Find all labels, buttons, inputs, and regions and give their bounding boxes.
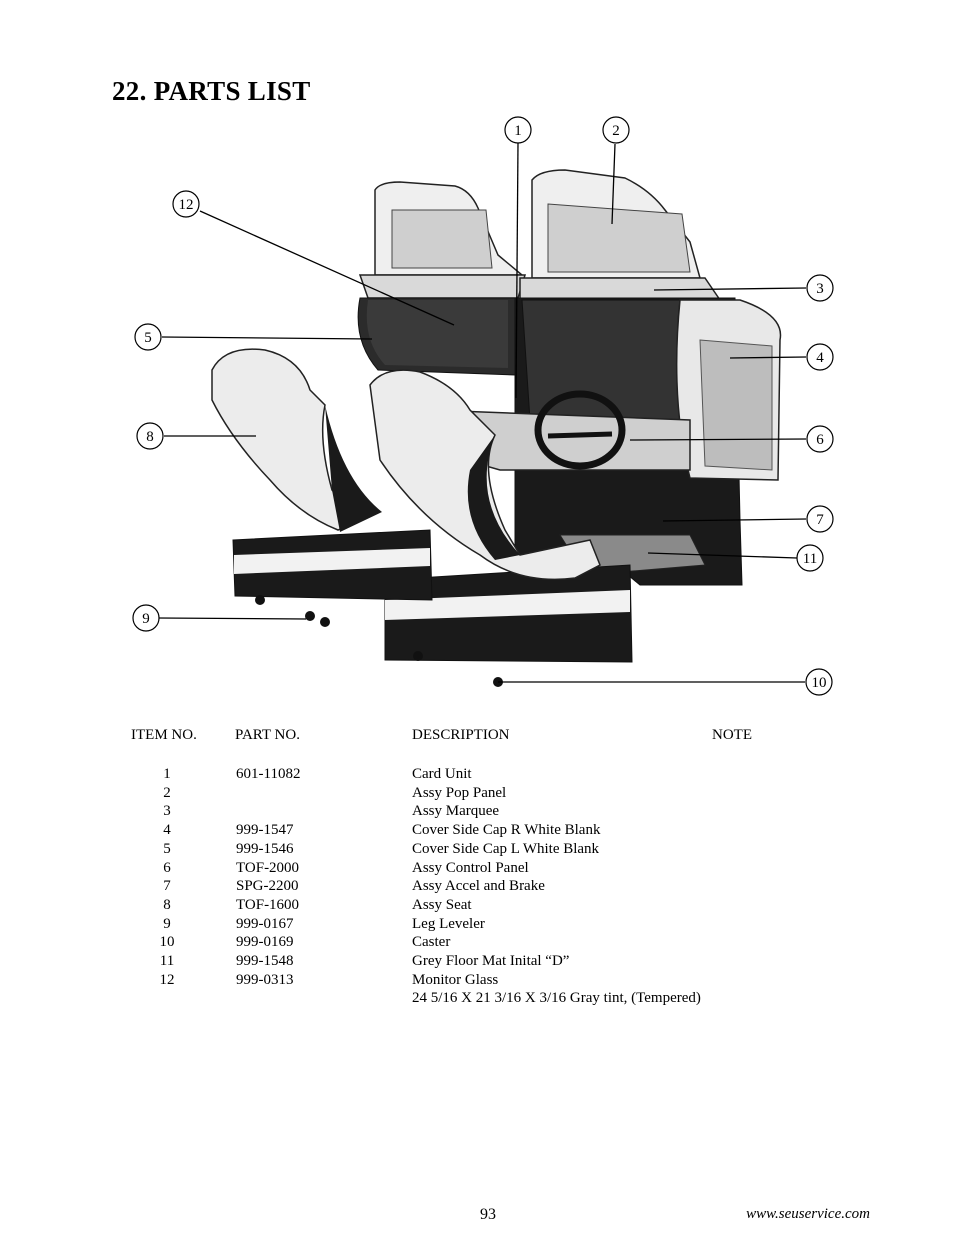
item-no-cell: 1 (163, 766, 171, 782)
description-cell: Assy Seat (412, 896, 472, 913)
table-row: 2 Assy Pop Panel (0, 784, 954, 803)
item-no-cell: 7 (163, 878, 171, 895)
item-no-cell: 2 (163, 784, 171, 801)
part-no-cell: 601-11082 (236, 766, 301, 782)
part-no-cell: SPG-2200 (236, 878, 299, 895)
description-cell: Assy Control Panel (412, 859, 529, 876)
description-cell: Card Unit (412, 766, 472, 782)
svg-text:3: 3 (816, 281, 824, 297)
table-row: 10 999-0169 Caster (0, 933, 954, 952)
description-cell: Grey Floor Mat Inital “D” (412, 953, 570, 969)
svg-text:8: 8 (146, 429, 154, 445)
parts-diagram: 1 2 3 4 5 6 7 8 9 10 11 12 (132, 116, 834, 696)
item-no-cell: 11 (159, 953, 175, 969)
description-cell: Cover Side Cap L White Blank (412, 840, 600, 857)
table-row: 6 TOF-2000 Assy Control Panel (0, 859, 954, 878)
callout-3: 3 (806, 274, 834, 302)
description-cell: 24 5/16 X 21 3/16 X 3/16 Gray tint, (Tem… (412, 990, 701, 1007)
header-part-no: PART NO. (235, 727, 300, 743)
table-row: 1 601-11082 Card Unit (0, 765, 954, 784)
item-no-cell: 8 (163, 896, 171, 913)
table-row: 11 999-1548 Grey Floor Mat Inital “D” (0, 952, 954, 971)
svg-text:12: 12 (179, 197, 194, 213)
table-row: 12 999-0313 Monitor Glass (0, 971, 954, 990)
item-no-cell: 12 (159, 971, 175, 988)
callout-2: 2 (602, 116, 630, 144)
item-no-cell: 5 (163, 840, 171, 857)
description-cell: Assy Marquee (412, 803, 500, 820)
part-no-cell: TOF-2000 (236, 859, 300, 876)
callout-4: 4 (806, 343, 834, 371)
item-no-cell: 3 (163, 803, 171, 820)
callout-markers: 1 2 3 4 5 6 7 8 9 10 11 12 (132, 116, 834, 696)
table-row: 3 Assy Marquee (0, 802, 954, 821)
page-title: 22. PARTS LIST (112, 76, 311, 106)
part-no-cell: 999-0167 (236, 915, 294, 932)
svg-text:10: 10 (812, 675, 827, 691)
header-note: NOTE (712, 727, 752, 743)
part-no-cell: 999-0169 (236, 934, 294, 951)
svg-text:6: 6 (816, 432, 824, 448)
description-cell: Monitor Glass (412, 971, 499, 988)
page-number: 93 (480, 1206, 496, 1223)
part-no-cell: TOF-1600 (236, 896, 300, 913)
item-no-cell: 6 (163, 859, 171, 876)
item-no-cell: 10 (159, 934, 175, 951)
callout-leaders (157, 142, 807, 683)
svg-text:9: 9 (142, 611, 150, 627)
part-no-cell: 999-1547 (236, 822, 294, 839)
callout-1: 1 (504, 116, 532, 144)
callout-11: 11 (796, 544, 824, 572)
table-row: 5 999-1546 Cover Side Cap L White Blank (0, 840, 954, 859)
header-description: DESCRIPTION (412, 727, 510, 743)
callout-7: 7 (806, 505, 834, 533)
table-row: 9 999-0167 Leg Leveler (0, 915, 954, 934)
description-cell: Caster (412, 934, 451, 951)
callout-5: 5 (134, 323, 162, 351)
description-cell: Cover Side Cap R White Blank (412, 822, 601, 839)
svg-text:1: 1 (514, 123, 522, 139)
item-no-cell: 9 (163, 915, 171, 932)
table-row: 4 999-1547 Cover Side Cap R White Blank (0, 821, 954, 840)
svg-text:7: 7 (816, 512, 824, 528)
svg-text:11: 11 (803, 551, 817, 567)
description-cell: Assy Accel and Brake (412, 878, 545, 895)
header-item-no: ITEM NO. (131, 727, 197, 743)
table-row: 7 SPG-2200 Assy Accel and Brake (0, 877, 954, 896)
callout-10: 10 (805, 668, 833, 696)
part-no-cell: 999-1548 (236, 953, 294, 969)
callout-6: 6 (806, 425, 834, 453)
table-row: 8 TOF-1600 Assy Seat (0, 896, 954, 915)
table-row: 24 5/16 X 21 3/16 X 3/16 Gray tint, (Tem… (0, 989, 954, 1008)
website-url: www.seuservice.com (746, 1206, 870, 1222)
callout-12: 12 (172, 190, 200, 218)
description-cell: Assy Pop Panel (412, 784, 507, 801)
callout-8: 8 (136, 422, 164, 450)
svg-text:2: 2 (612, 123, 620, 139)
callout-9: 9 (132, 604, 160, 632)
svg-text:4: 4 (816, 350, 824, 366)
part-no-cell: 999-0313 (236, 971, 294, 988)
cabinet-illustration (211, 169, 782, 687)
description-cell: Leg Leveler (412, 915, 485, 932)
part-no-cell: 999-1546 (236, 840, 294, 857)
item-no-cell: 4 (163, 822, 171, 839)
svg-text:5: 5 (144, 330, 152, 346)
